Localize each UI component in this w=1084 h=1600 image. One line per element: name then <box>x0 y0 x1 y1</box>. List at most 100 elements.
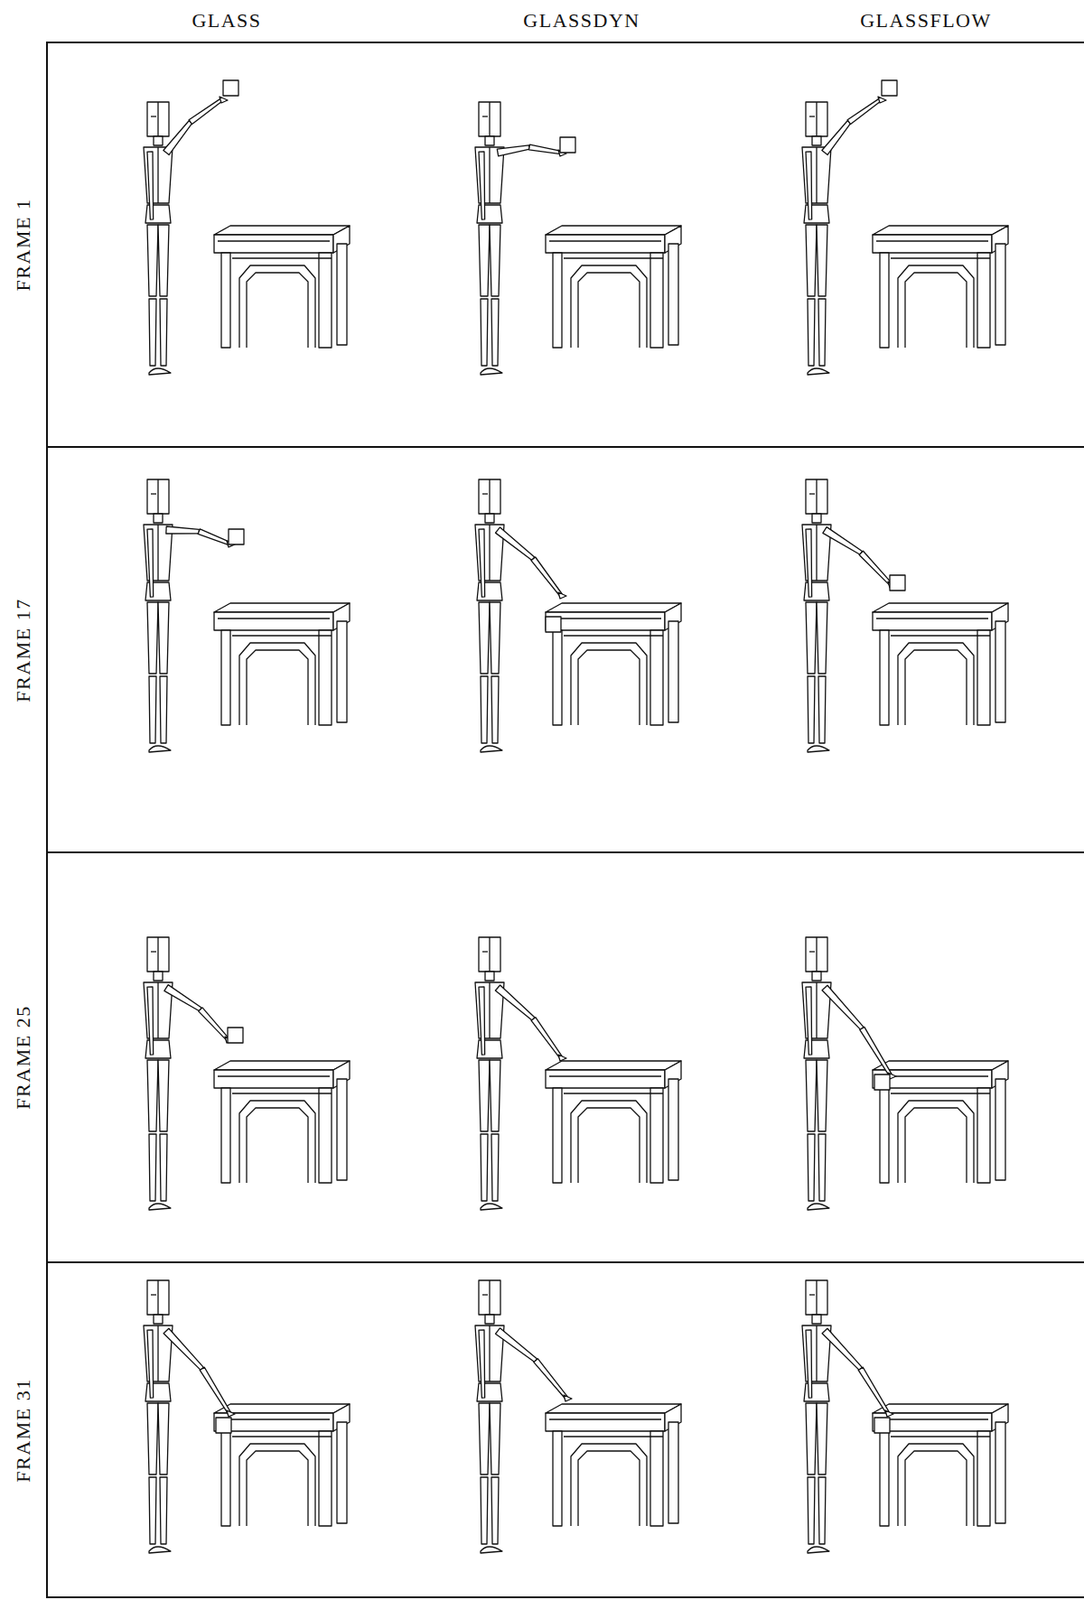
foot <box>149 1547 171 1554</box>
head <box>147 1280 169 1316</box>
table-edge-line <box>876 240 989 242</box>
table-leg <box>336 243 347 346</box>
shin <box>807 1477 815 1545</box>
table-leg <box>879 1431 889 1527</box>
table-apron <box>897 643 974 726</box>
table-top <box>545 603 682 613</box>
neck <box>812 971 822 982</box>
thigh <box>816 1403 828 1476</box>
hand <box>885 1411 894 1418</box>
table-leg <box>879 1088 889 1184</box>
outer-border <box>46 42 1084 1598</box>
table-top <box>872 1061 1009 1071</box>
table-rail <box>563 635 664 636</box>
shin <box>807 299 815 366</box>
table <box>214 1061 350 1184</box>
shin <box>149 1134 157 1202</box>
thigh <box>147 224 159 297</box>
table-edge-line <box>876 617 989 619</box>
hanging-arm <box>147 529 154 598</box>
glass <box>545 616 561 633</box>
table-apron <box>239 265 316 348</box>
thigh <box>478 602 490 674</box>
mannequin <box>475 102 567 375</box>
shin <box>818 1477 826 1545</box>
shin <box>480 676 488 744</box>
upper-arm <box>163 121 193 156</box>
shin <box>807 676 815 744</box>
torso-line <box>488 1326 490 1383</box>
eye <box>150 1294 157 1296</box>
shin <box>159 299 168 366</box>
thigh <box>816 224 828 297</box>
table-edge-line <box>217 617 330 619</box>
foot <box>480 368 503 375</box>
panel-grid <box>46 42 1084 1598</box>
foot <box>807 1547 830 1554</box>
table-leg <box>336 621 347 723</box>
thigh <box>147 1060 159 1132</box>
table-edge <box>545 234 665 253</box>
table-apron <box>570 265 647 348</box>
table-leg <box>221 630 231 726</box>
foot <box>807 746 830 753</box>
upper-arm <box>495 1328 538 1364</box>
column-header: GLASSDYN <box>523 10 640 31</box>
shin <box>149 299 157 366</box>
neck <box>485 136 495 146</box>
shin <box>159 1477 168 1545</box>
thigh <box>478 1403 490 1476</box>
torso-line <box>815 147 817 204</box>
thigh <box>489 1403 501 1476</box>
table <box>545 225 682 348</box>
torso-line <box>488 982 490 1039</box>
head <box>478 937 501 972</box>
table <box>214 603 350 726</box>
table-leg <box>977 1431 991 1527</box>
table <box>545 1061 682 1184</box>
shin <box>818 1134 826 1202</box>
head-line <box>815 937 817 972</box>
table-apron <box>897 265 974 348</box>
table-edge <box>545 1413 665 1432</box>
thigh <box>158 224 169 297</box>
table-leg <box>221 1088 231 1184</box>
hanging-arm <box>478 987 486 1056</box>
row-divider <box>46 446 1084 449</box>
table-rail <box>890 1093 991 1094</box>
shin <box>818 676 826 744</box>
mannequin <box>143 1280 235 1554</box>
table-leg <box>995 243 1006 346</box>
table-apron <box>897 1101 974 1184</box>
foot <box>149 746 171 753</box>
table-leg <box>977 252 991 348</box>
table-leg <box>221 1431 231 1527</box>
table <box>214 225 350 348</box>
panel <box>143 479 350 753</box>
table-apron <box>905 1451 967 1527</box>
table-leg <box>650 1088 664 1184</box>
table-leg <box>879 252 889 348</box>
torso-line <box>157 982 159 1039</box>
table-edge-line <box>217 1419 330 1421</box>
table-rail <box>232 1436 332 1438</box>
glass <box>889 575 906 591</box>
eye <box>150 951 157 953</box>
table-apron <box>246 272 309 348</box>
table-leg <box>318 252 332 348</box>
table <box>872 1404 1009 1527</box>
forearm <box>528 144 561 155</box>
table-edge <box>214 612 334 631</box>
row-header: FRAME 25 <box>13 1005 34 1110</box>
table <box>214 1404 350 1527</box>
shin <box>480 1134 488 1202</box>
upper-arm <box>822 985 864 1030</box>
table-edge-line <box>549 1419 662 1421</box>
forearm <box>531 1018 562 1059</box>
neck <box>812 1315 822 1325</box>
table-leg <box>668 243 679 346</box>
table <box>872 1061 1009 1184</box>
eye <box>150 115 157 117</box>
neck <box>485 1315 495 1325</box>
hanging-arm <box>478 529 486 598</box>
